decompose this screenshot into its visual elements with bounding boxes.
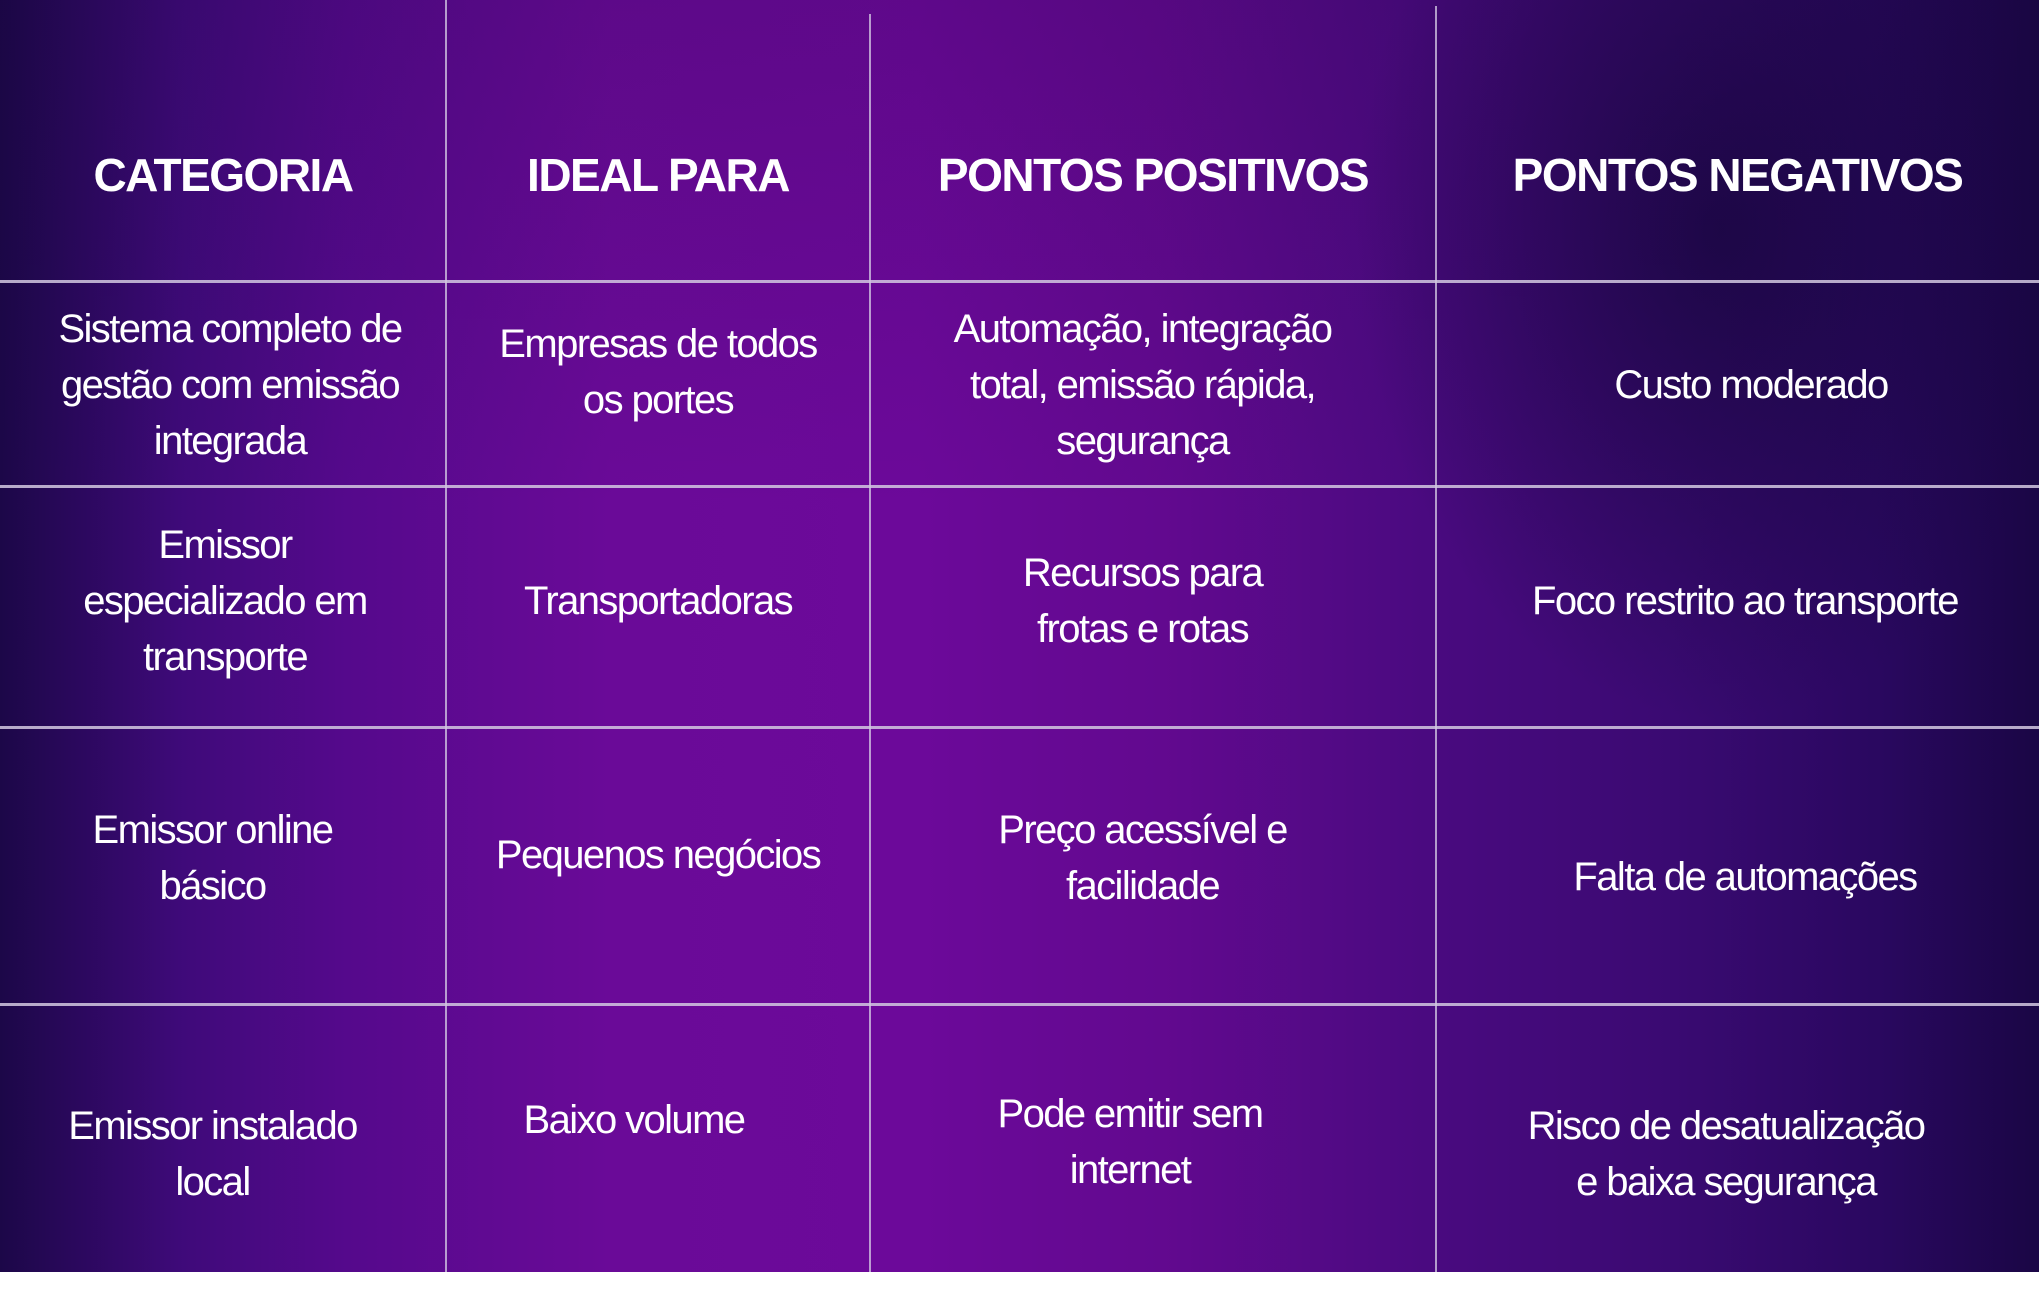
row-divider — [0, 1003, 2039, 1006]
table-cell: Pode emitir sem internet — [997, 1091, 1265, 1192]
table-cell: Empresas de todos os portes — [499, 321, 818, 422]
column-divider — [869, 14, 871, 1272]
table-cell: Automação, integração total, emissão ráp… — [953, 306, 1333, 463]
header-pontos-positivos: PONTOS POSITIVOS — [937, 149, 1370, 201]
table-cell: Falta de automações — [1573, 855, 1918, 899]
header-ideal-para: IDEAL PARA — [527, 149, 790, 201]
row-divider — [0, 485, 2039, 488]
header-pontos-negativos: PONTOS NEGATIVOS — [1512, 149, 1964, 201]
table-cell: Baixo volume — [523, 1098, 747, 1142]
table-cell: Foco restrito ao transporte — [1532, 579, 1960, 623]
header-categoria: CATEGORIA — [93, 149, 354, 201]
table-cell: Emissor online básico — [92, 808, 335, 908]
table-cell: Sistema completo de gestão com emissão i… — [58, 306, 403, 463]
column-divider — [1435, 6, 1437, 1272]
table-cell: Emissor instalado local — [68, 1104, 358, 1204]
table-cell: Transportadoras — [524, 579, 794, 623]
row-divider — [0, 726, 2039, 729]
row-divider — [0, 280, 2039, 283]
table-cell: Pequenos negócios — [495, 832, 822, 877]
table-cell: Recursos para frotas e rotas — [1022, 551, 1264, 651]
table-cell: Preço acessível e facilidade — [998, 808, 1288, 908]
column-divider — [445, 0, 447, 1272]
table-cell: Emissor especializado em transporte — [83, 523, 368, 679]
table-cell: Custo moderado — [1614, 362, 1889, 407]
table-cell: Risco de desatualização e baixa seguranç… — [1527, 1104, 1926, 1204]
